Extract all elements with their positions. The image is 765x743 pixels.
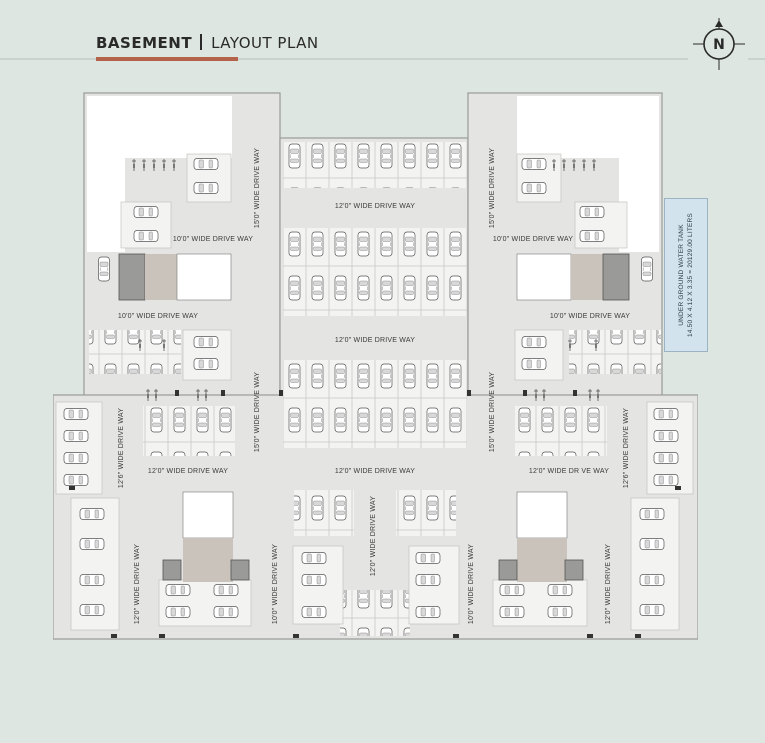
open-void-areas bbox=[87, 96, 659, 252]
drive-way-label-vert-top-left: 15'0" WIDE DRIVE WAY bbox=[254, 148, 261, 228]
north-arrow-icon: N bbox=[693, 18, 745, 70]
water-tank-dimensions: 14.50 X 4.12 X 3.35 = 20129.00 LITERS bbox=[687, 213, 694, 337]
underground-water-tank: UNDER GROUND WATER TANK 14.50 X 4.12 X 3… bbox=[664, 198, 708, 352]
compass-label: N bbox=[713, 37, 725, 53]
drive-way-label-lower-right: 12'0" WIDE DR VE WAY bbox=[529, 468, 609, 475]
drive-way-label-vert-bottom-left-a: 12'0" WIDE DRIVE WAY bbox=[134, 544, 141, 624]
drive-way-label-lower-center: 12'0" WIDE DRIVE WAY bbox=[335, 468, 415, 475]
water-tank-title: UNDER GROUND WATER TANK bbox=[678, 224, 685, 326]
stair-lift-cores bbox=[118, 253, 630, 582]
drive-way-label-lower-left: 12'0" WIDE DRIVE WAY bbox=[148, 468, 228, 475]
drive-way-label-vert-bottom-center: 12'0" WIDE DRIVE WAY bbox=[370, 496, 377, 576]
drive-way-label-mid-right: 10'0" WIDE DRIVE WAY bbox=[550, 313, 630, 320]
drive-way-label-vert-side-left: 12'6" WIDE DRIVE WAY bbox=[118, 408, 125, 488]
header: BASEMENT LAYOUT PLAN N bbox=[0, 0, 765, 70]
drive-way-label-top-center: 12'0" WIDE DRIVE WAY bbox=[335, 203, 415, 210]
drive-way-label-vert-bottom-left-b: 10'0" WIDE DRIVE WAY bbox=[272, 544, 279, 624]
page-title: BASEMENT LAYOUT PLAN bbox=[96, 32, 319, 52]
header-rule-right bbox=[238, 58, 688, 60]
side-parking-left bbox=[55, 153, 344, 631]
header-rule-right-end bbox=[748, 58, 765, 60]
drive-way-label-upper-left: 10'0" WIDE DRIVE WAY bbox=[173, 236, 253, 243]
header-accent-rule bbox=[96, 57, 238, 61]
side-parking-right bbox=[408, 153, 694, 631]
title-separator bbox=[200, 34, 203, 50]
title-light: LAYOUT PLAN bbox=[211, 34, 319, 52]
drive-way-label-upper-right: 10'0" WIDE DRIVE WAY bbox=[493, 236, 573, 243]
drive-way-label-vert-bottom-right-a: 10'0" WIDE DRIVE WAY bbox=[468, 544, 475, 624]
drive-way-labels: 12'0" WIDE DRIVE WAY 10'0" WIDE DRIVE WA… bbox=[118, 148, 630, 624]
basement-floor-plan: 12'0" WIDE DRIVE WAY 10'0" WIDE DRIVE WA… bbox=[53, 92, 698, 640]
water-tank-label: UNDER GROUND WATER TANK 14.50 X 4.12 X 3… bbox=[677, 200, 695, 350]
drive-way-label-vert-side-right: 12'6" WIDE DRIVE WAY bbox=[623, 408, 630, 488]
drive-way-label-vert-mid-right: 15'0" WIDE DRIVE WAY bbox=[489, 372, 496, 452]
title-bold: BASEMENT bbox=[96, 34, 193, 52]
structural-columns bbox=[69, 390, 681, 638]
drive-way-label-vert-bottom-right-b: 12'0" WIDE DRIVE WAY bbox=[605, 544, 612, 624]
drive-way-label-vert-mid-left: 15'0" WIDE DRIVE WAY bbox=[254, 372, 261, 452]
parking-bays bbox=[89, 142, 661, 636]
drive-way-label-middle-center: 12'0" WIDE DRIVE WAY bbox=[335, 337, 415, 344]
drive-way-label-mid-left: 10'0" WIDE DRIVE WAY bbox=[118, 313, 198, 320]
header-rule-left bbox=[0, 58, 96, 60]
drive-way-label-vert-top-right: 15'0" WIDE DRIVE WAY bbox=[489, 148, 496, 228]
